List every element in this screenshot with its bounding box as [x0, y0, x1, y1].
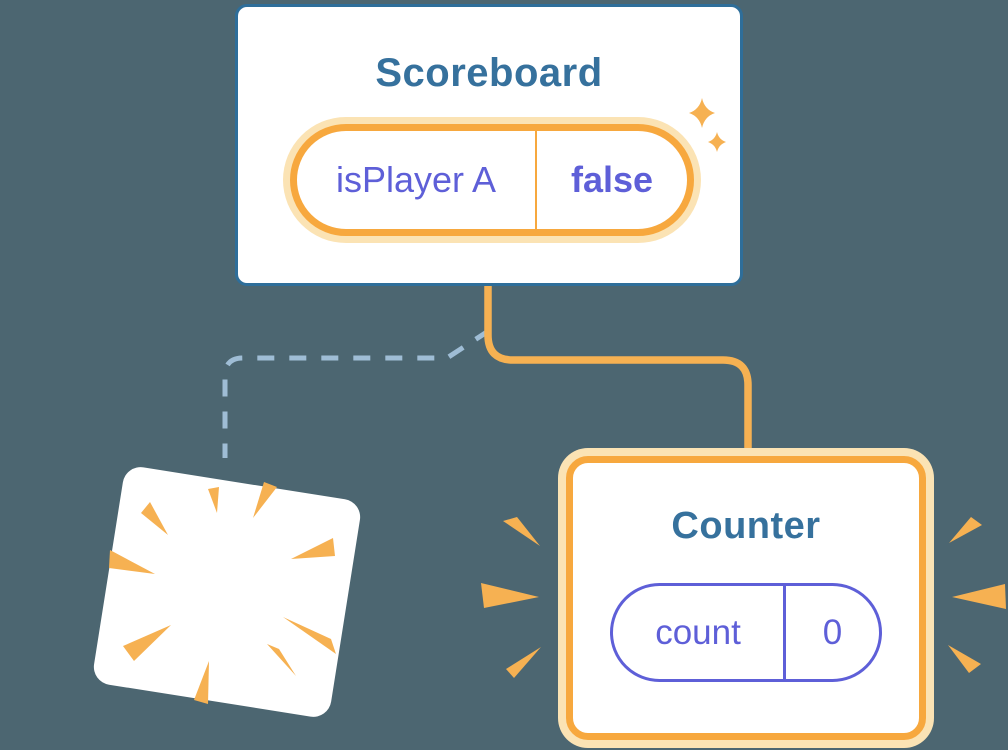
counter-card: Counter count 0 [558, 448, 934, 748]
scoreboard-title: Scoreboard [375, 51, 603, 95]
scoreboard-card: Scoreboard isPlayer A false [235, 4, 743, 286]
counter-state-pill: count 0 [610, 583, 882, 682]
counter-burst-left-icon [481, 517, 541, 678]
counter-burst-right-icon [948, 517, 1006, 673]
active-branch-connector-solid [484, 279, 752, 466]
count-key-label: count [613, 586, 786, 679]
count-value-label: 0 [822, 613, 843, 652]
state-key-label: isPlayer A [297, 131, 537, 229]
removed-branch-connector-dashed [222, 327, 492, 458]
state-value-label: false [570, 159, 654, 200]
sparkle-icon [689, 98, 726, 152]
destroyed-card [93, 467, 361, 717]
explosion-burst-icon [109, 482, 336, 704]
counter-title: Counter [671, 505, 821, 547]
scoreboard-state-pill: isPlayer A false [290, 124, 694, 236]
counter-card-body: Counter count 0 [566, 456, 926, 740]
destroyed-card-body [93, 467, 361, 717]
